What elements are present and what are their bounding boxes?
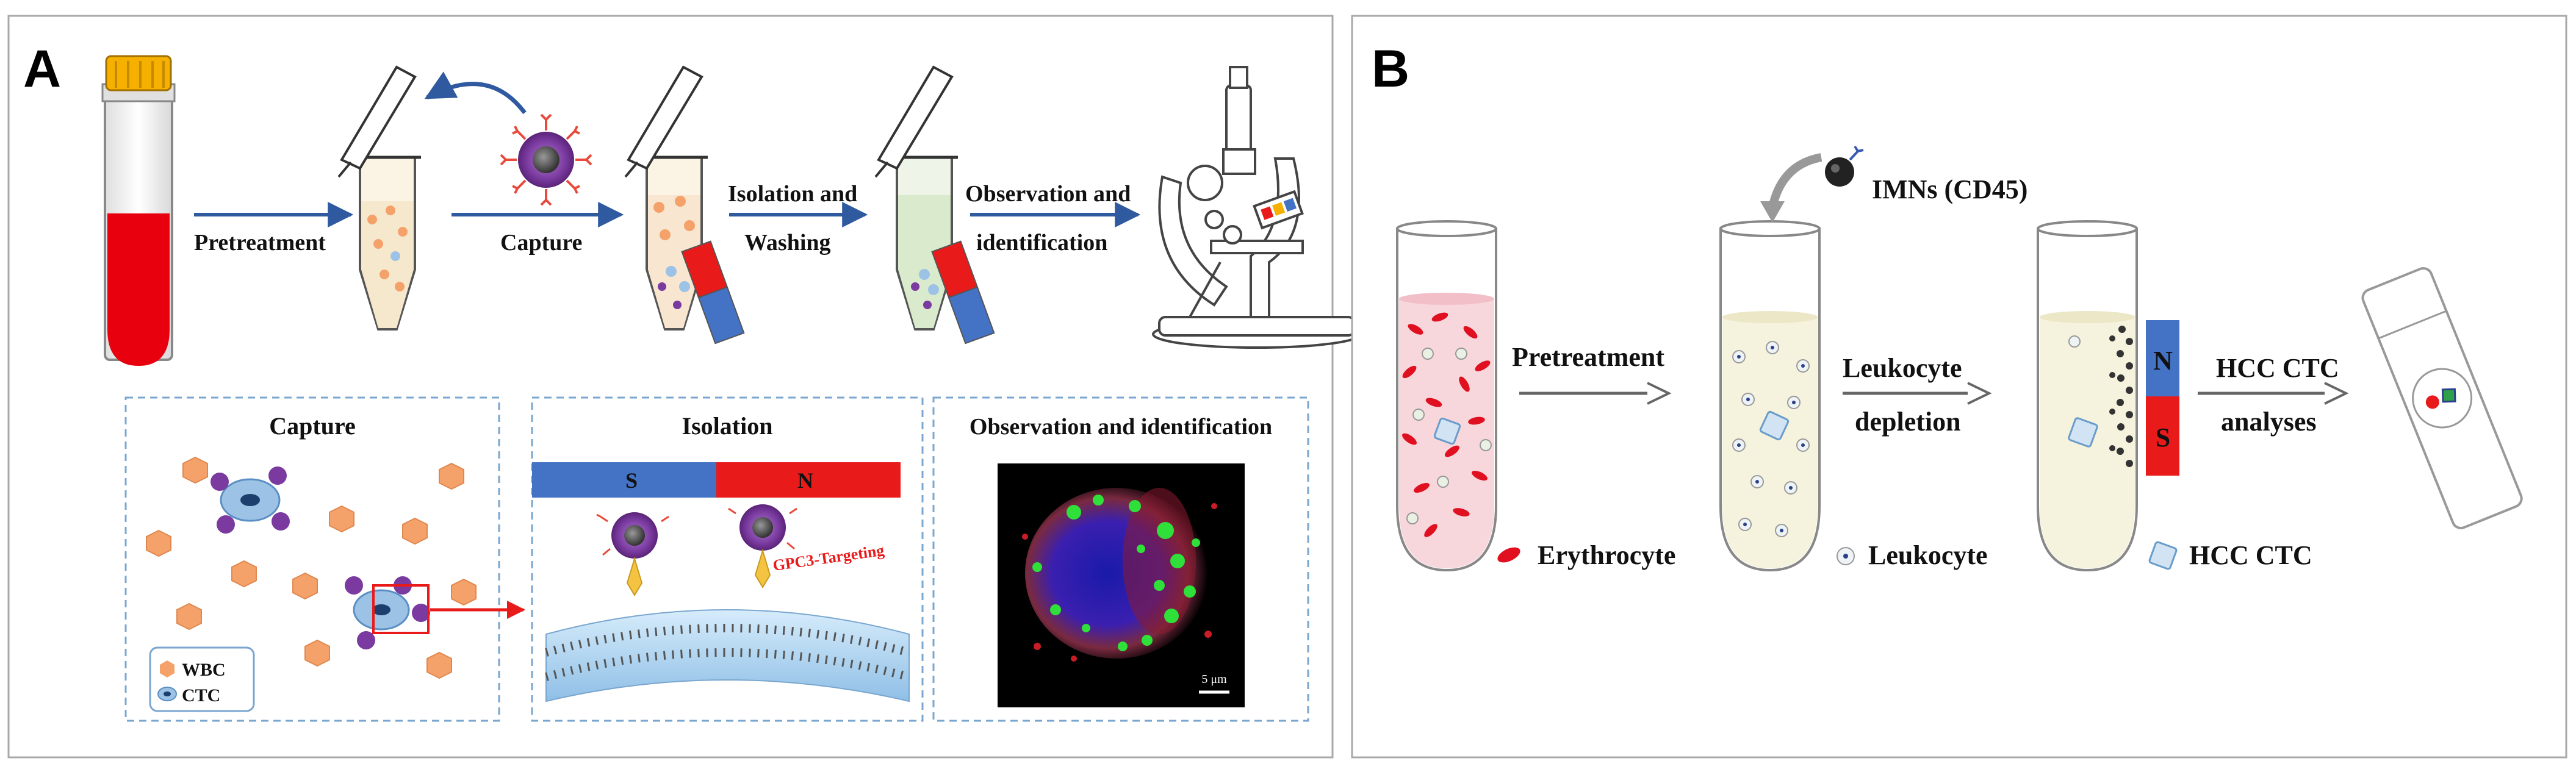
glass-slide (2361, 267, 2523, 529)
legend-erythrocyte: Erythrocyte (1538, 540, 1675, 570)
inset-isolation-title: Isolation (682, 412, 773, 440)
b-arrowhead-pretreatment (1647, 382, 1672, 405)
b-step-pretreatment: Pretreatment (1512, 342, 1664, 372)
tube-leukocyte-suspension (1719, 220, 1821, 572)
b-magnet-s-label: S (2156, 423, 2170, 452)
b-curved-arrow (1768, 153, 1822, 209)
magnet-n-label: N (797, 468, 813, 493)
b-arrowhead-hcc (2324, 382, 2349, 405)
blood-tube (101, 55, 176, 366)
b-step-hcc-line2: analyses (2221, 407, 2316, 437)
ctc-with-beads (210, 466, 430, 649)
legend-ctc: CTC (182, 685, 220, 706)
pipette (624, 65, 703, 178)
step-isolation-line2: Washing (744, 230, 831, 256)
tube-pretreated (354, 155, 421, 331)
b-legend: Erythrocyte Leukocyte HCC CTC (1497, 540, 2312, 570)
panel-b-letter: B (1372, 40, 1409, 98)
b-step-hcc-line1: HCC CTC (2216, 353, 2339, 383)
imns-label: IMNs (CD45) (1872, 174, 2027, 204)
b-arrowhead-leukocyte (1967, 382, 1992, 405)
curved-arrow (424, 71, 527, 115)
capture-legend: WBC CTC (149, 646, 255, 712)
tube-depleted (2037, 220, 2138, 572)
b-magnet-n-label: N (2153, 346, 2173, 376)
tube-blood-sample (1396, 220, 1497, 572)
magnet-s-bar (532, 462, 716, 498)
microscope-icon (1152, 66, 1362, 349)
panel-b-frame (1351, 15, 2567, 759)
magnet-s-label: S (625, 468, 638, 493)
magnet-n-bar (716, 462, 901, 498)
isolation-beads (596, 504, 797, 596)
panel-a-letter: A (23, 40, 61, 98)
tube-washing (891, 155, 995, 345)
step-pretreatment: Pretreatment (194, 230, 326, 256)
step-isolation-line1: Isolation and (728, 181, 857, 207)
b-curved-arrowhead (1760, 201, 1785, 223)
imns-bead-icon (1825, 145, 1864, 187)
legend-wbc: WBC (182, 660, 226, 680)
pipette (337, 65, 417, 178)
immunomagnetic-bead (500, 113, 592, 206)
legend-hcc-ctc: HCC CTC (2189, 540, 2312, 570)
b-magnet-n (2146, 320, 2179, 396)
legend-leukocyte: Leukocyte (1868, 540, 1988, 570)
tube-capture (641, 155, 745, 345)
b-step-leukocyte-line2: depletion (1855, 407, 1961, 437)
b-step-leukocyte-line1: Leukocyte (1843, 353, 1962, 383)
scale-bar-label: 5 μm (1201, 673, 1227, 686)
fluorescence-image: 5 μm (998, 463, 1245, 707)
inset-observation-title: Observation and identification (970, 414, 1272, 440)
zoom-box (372, 584, 430, 634)
cell-membrane (545, 609, 910, 702)
b-magnet-s (2146, 396, 2179, 476)
step-observation-line1: Observation and (965, 181, 1131, 207)
step-observation-line2: identification (976, 230, 1107, 256)
pipette (874, 65, 954, 178)
wbc-cells (146, 456, 477, 679)
inset-capture-title: Capture (269, 412, 355, 440)
step-capture: Capture (500, 230, 582, 256)
